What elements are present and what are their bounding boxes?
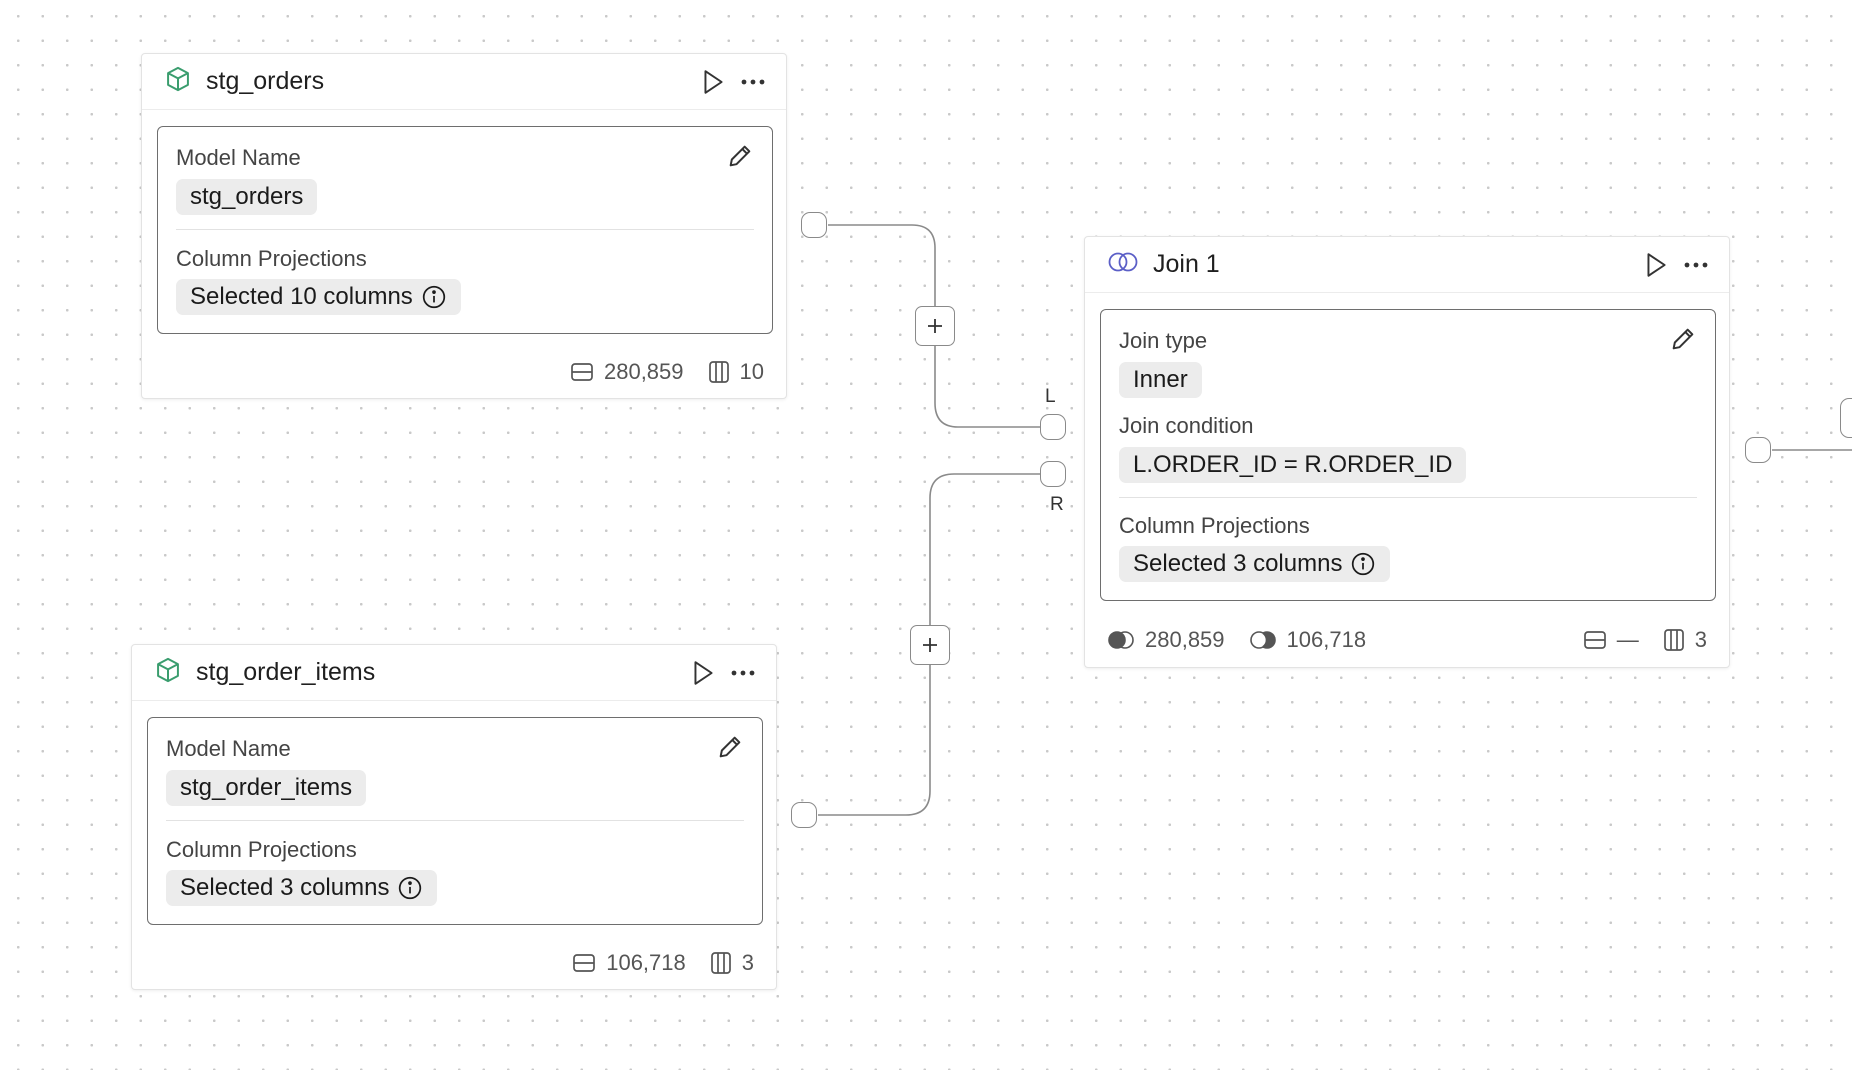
left-row-count: 280,859 xyxy=(1145,627,1225,652)
column-projections-value: Selected 10 columns xyxy=(176,279,461,315)
join-input-stats: 280,859 106,718 xyxy=(1107,627,1366,653)
row-count-stat: 280,859 xyxy=(570,359,684,385)
node-stats: 280,859 10 xyxy=(570,359,764,385)
node-header: Join 1 xyxy=(1085,237,1729,293)
columns-icon xyxy=(708,361,729,383)
column-count: 3 xyxy=(741,950,754,975)
node-config-panel: Join type Inner Join condition L.ORDER_I… xyxy=(1100,309,1716,601)
projections-text: Selected 3 columns xyxy=(180,874,390,901)
column-count-stat: 3 xyxy=(710,950,754,976)
column-count: 10 xyxy=(739,359,764,384)
join-type-label: Join type xyxy=(1119,328,1208,353)
node-header: stg_order_items xyxy=(132,645,776,701)
column-projections-value: Selected 3 columns xyxy=(1119,546,1391,582)
more-options-button[interactable] xyxy=(1683,261,1709,269)
more-options-button[interactable] xyxy=(740,78,766,86)
row-count: 106,718 xyxy=(606,950,686,975)
model-node-stg-orders[interactable]: stg_orders Model Name stg_orders Column … xyxy=(141,53,787,399)
run-button[interactable] xyxy=(700,68,726,96)
divider xyxy=(166,820,744,821)
row-count: — xyxy=(1616,627,1639,652)
divider xyxy=(176,229,754,230)
model-name-value: stg_order_items xyxy=(166,770,367,806)
output-port-stg-orders[interactable] xyxy=(801,212,827,238)
divider xyxy=(1119,497,1697,498)
join-condition-value: L.ORDER_ID = R.ORDER_ID xyxy=(1119,447,1467,483)
more-horizontal-icon xyxy=(741,79,765,84)
row-count-stat: 106,718 xyxy=(572,950,686,976)
edit-button[interactable] xyxy=(726,142,754,175)
add-step-button-order-items-edge[interactable] xyxy=(910,625,950,665)
output-port-join[interactable] xyxy=(1745,437,1771,463)
join-left-icon xyxy=(1108,631,1134,649)
column-count-stat: 10 xyxy=(708,359,764,385)
next-node-port-partial[interactable] xyxy=(1840,398,1852,438)
model-name-label: Model Name xyxy=(176,145,301,170)
info-icon[interactable] xyxy=(421,284,447,310)
right-row-count: 106,718 xyxy=(1286,627,1367,652)
column-projections-label: Column Projections xyxy=(1119,513,1310,538)
more-options-button[interactable] xyxy=(730,669,756,677)
node-title: Join 1 xyxy=(1153,250,1220,278)
pencil-icon xyxy=(719,736,741,758)
column-projections-label: Column Projections xyxy=(166,837,357,862)
input-port-left[interactable] xyxy=(1040,414,1066,440)
join-type-value: Inner xyxy=(1119,362,1202,398)
column-count-stat: 3 xyxy=(1663,627,1707,653)
edit-button[interactable] xyxy=(1669,325,1697,358)
left-row-count-stat: 280,859 xyxy=(1107,627,1225,653)
join-condition-label: Join condition xyxy=(1119,413,1254,438)
output-port-stg-order-items[interactable] xyxy=(791,802,817,828)
column-projections-label: Column Projections xyxy=(176,246,367,271)
plus-icon xyxy=(928,319,942,333)
column-count: 3 xyxy=(1694,627,1707,652)
pencil-icon xyxy=(729,145,751,167)
node-header: stg_orders xyxy=(142,54,786,110)
node-stats: — 3 xyxy=(1583,627,1707,653)
column-projections-value: Selected 3 columns xyxy=(166,870,438,906)
model-name-label: Model Name xyxy=(166,736,291,761)
pencil-icon xyxy=(1672,328,1694,350)
columns-icon xyxy=(710,952,731,974)
more-horizontal-icon xyxy=(731,670,755,675)
columns-icon xyxy=(1663,629,1684,651)
row-count: 280,859 xyxy=(603,359,684,384)
play-icon xyxy=(694,660,713,685)
run-button[interactable] xyxy=(1643,251,1669,279)
right-port-label: R xyxy=(1050,494,1064,515)
node-title: stg_order_items xyxy=(196,658,376,686)
node-config-panel: Model Name stg_orders Column Projections… xyxy=(157,126,773,334)
join-venn-icon xyxy=(1107,250,1139,279)
cube-icon xyxy=(164,65,192,98)
node-config-panel: Model Name stg_order_items Column Projec… xyxy=(147,717,763,925)
rows-icon xyxy=(571,363,593,381)
play-icon xyxy=(704,69,723,94)
projections-text: Selected 10 columns xyxy=(190,283,413,310)
join-right-icon xyxy=(1249,631,1276,649)
edit-button[interactable] xyxy=(716,733,744,766)
info-icon[interactable] xyxy=(397,875,423,901)
left-port-label: L xyxy=(1045,386,1056,407)
node-stats: 106,718 3 xyxy=(572,950,754,976)
info-icon[interactable] xyxy=(1350,551,1376,577)
add-step-button-orders-edge[interactable] xyxy=(915,306,955,346)
model-node-stg-order-items[interactable]: stg_order_items Model Name stg_order_ite… xyxy=(131,644,777,990)
more-horizontal-icon xyxy=(1684,262,1708,267)
plus-icon xyxy=(923,638,937,652)
rows-icon xyxy=(1583,631,1606,649)
play-icon xyxy=(1647,252,1666,277)
join-node[interactable]: Join 1 Join type Inner Join condition L.… xyxy=(1084,236,1730,668)
rows-icon xyxy=(573,954,596,972)
node-title: stg_orders xyxy=(206,67,325,95)
run-button[interactable] xyxy=(690,659,716,687)
input-port-right[interactable] xyxy=(1040,461,1066,487)
right-row-count-stat: 106,718 xyxy=(1249,627,1367,653)
model-name-value: stg_orders xyxy=(176,179,318,215)
cube-icon xyxy=(154,656,182,689)
row-count-stat: — xyxy=(1583,627,1639,653)
projections-text: Selected 3 columns xyxy=(1133,550,1343,577)
